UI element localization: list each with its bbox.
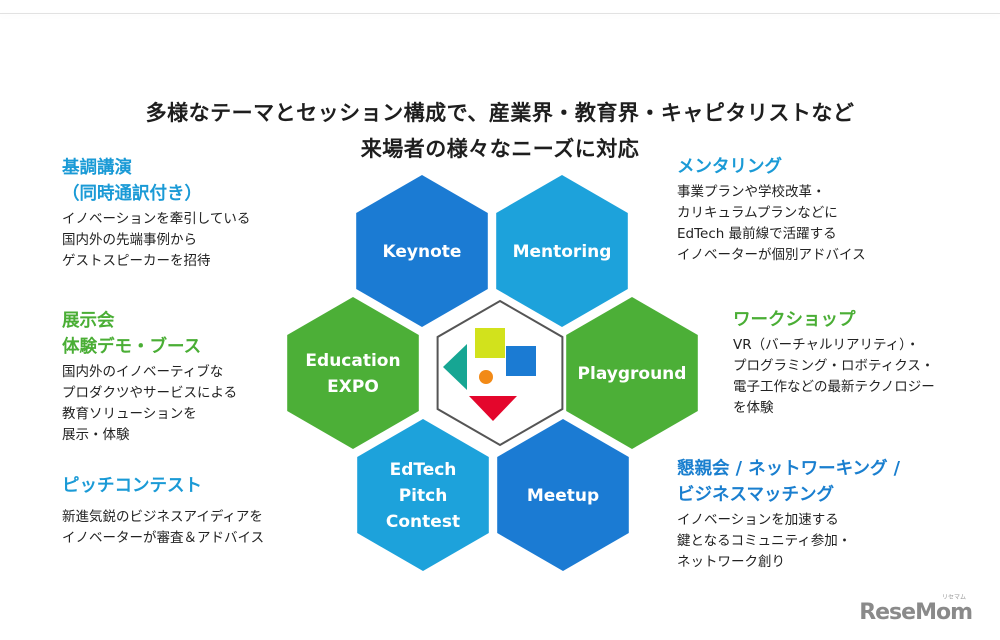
top-divider xyxy=(0,13,1000,14)
logo-yellow-square xyxy=(475,328,505,358)
logo-orange-circle xyxy=(479,370,493,384)
headline-line-2: 来場者の様々なニーズに対応 xyxy=(360,137,640,161)
hexagon-mentoring: Mentoring xyxy=(496,175,628,327)
logo-red-triangle xyxy=(469,396,517,421)
pitch-desc: 新進気鋭のビジネスアイディアを イノベーターが審査＆アドバイス xyxy=(62,509,265,546)
hexagon-edtech-pitch-contest-label: EdTech xyxy=(390,460,457,480)
pitch-description-block: ピッチコンテスト 新進気鋭のビジネスアイディアを イノベーターが審査＆アドバイス xyxy=(62,473,264,549)
logo-blue-square xyxy=(506,346,536,376)
hexagon-keynote-label: Keynote xyxy=(383,242,462,262)
workshop-description-block: ワークショップ VR（バーチャルリアリティ）・ プログラミング・ロボティクス・ … xyxy=(733,307,935,419)
meetup-description-block: 懇親会 / ネットワーキング / ビジネスマッチング イノベーションを加速する … xyxy=(677,456,900,573)
center-hexagon xyxy=(436,299,564,447)
hexagon-edtech-pitch-contest-label: Contest xyxy=(386,512,460,532)
meetup-title: 懇親会 / ネットワーキング / ビジネスマッチング xyxy=(677,459,901,505)
hexagon-playground: Playground xyxy=(566,297,698,449)
mentoring-desc: 事業プランや学校改革・ カリキュラムプランなどに EdTech 最前線で活躍する… xyxy=(677,184,866,263)
hexagon-keynote-shape xyxy=(356,175,488,327)
mentoring-title: メンタリング xyxy=(677,157,782,177)
hexagon-keynote: Keynote xyxy=(356,175,488,327)
hexagon-mentoring-label: Mentoring xyxy=(513,242,612,262)
resemom-watermark-logo: ReseMom リセマム xyxy=(859,594,973,625)
expo-desc: 国内外のイノベーティブな プロダクツやサービスによる 教育ソリューションを 展示… xyxy=(62,364,238,443)
hexagon-education-expo-label: EXPO xyxy=(327,377,379,397)
hexagon-meetup-label: Meetup xyxy=(527,486,599,506)
event-logo-icon xyxy=(443,328,536,421)
workshop-desc: VR（バーチャルリアリティ）・ プログラミング・ロボティクス・ 電子工作などの最… xyxy=(733,337,935,416)
hexagon-meetup: Meetup xyxy=(497,419,629,571)
workshop-title: ワークショップ xyxy=(733,310,856,330)
logo-teal-triangle xyxy=(443,344,467,390)
hexagon-edtech-pitch-contest-shape xyxy=(357,419,489,571)
keynote-title: 基調講演 （同時通訳付き） xyxy=(62,158,202,204)
mentoring-description-block: メンタリング 事業プランや学校改革・ カリキュラムプランなどに EdTech 最… xyxy=(677,154,866,266)
expo-description-block: 展示会 体験デモ・ブース 国内外のイノベーティブな プロダクツやサービスによる … xyxy=(62,308,237,446)
hexagon-education-expo-shape xyxy=(287,297,419,449)
pitch-title: ピッチコンテスト xyxy=(62,476,202,496)
hexagon-meetup-shape xyxy=(497,419,629,571)
keynote-description-block: 基調講演 （同時通訳付き） イノベーションを牽引している 国内外の先端事例から … xyxy=(62,155,250,272)
hexagon-playground-shape xyxy=(566,297,698,449)
headline-line-1: 多様なテーマとセッション構成で、産業界・教育界・キャピタリストなど xyxy=(145,101,855,125)
hexagon-playground-label: Playground xyxy=(578,364,687,384)
keynote-desc: イノベーションを牽引している 国内外の先端事例から ゲストスピーカーを招待 xyxy=(62,211,251,269)
center-hexagon-outline xyxy=(436,299,564,447)
hexagon-mentoring-shape xyxy=(496,175,628,327)
hexagon-education-expo-label: Education xyxy=(305,351,400,371)
expo-title: 展示会 体験デモ・ブース xyxy=(62,311,202,357)
hexagon-edtech-pitch-contest-label: Pitch xyxy=(399,486,448,506)
meetup-desc: イノベーションを加速する 鍵となるコミュニティ参加・ ネットワーク創り xyxy=(677,512,852,570)
